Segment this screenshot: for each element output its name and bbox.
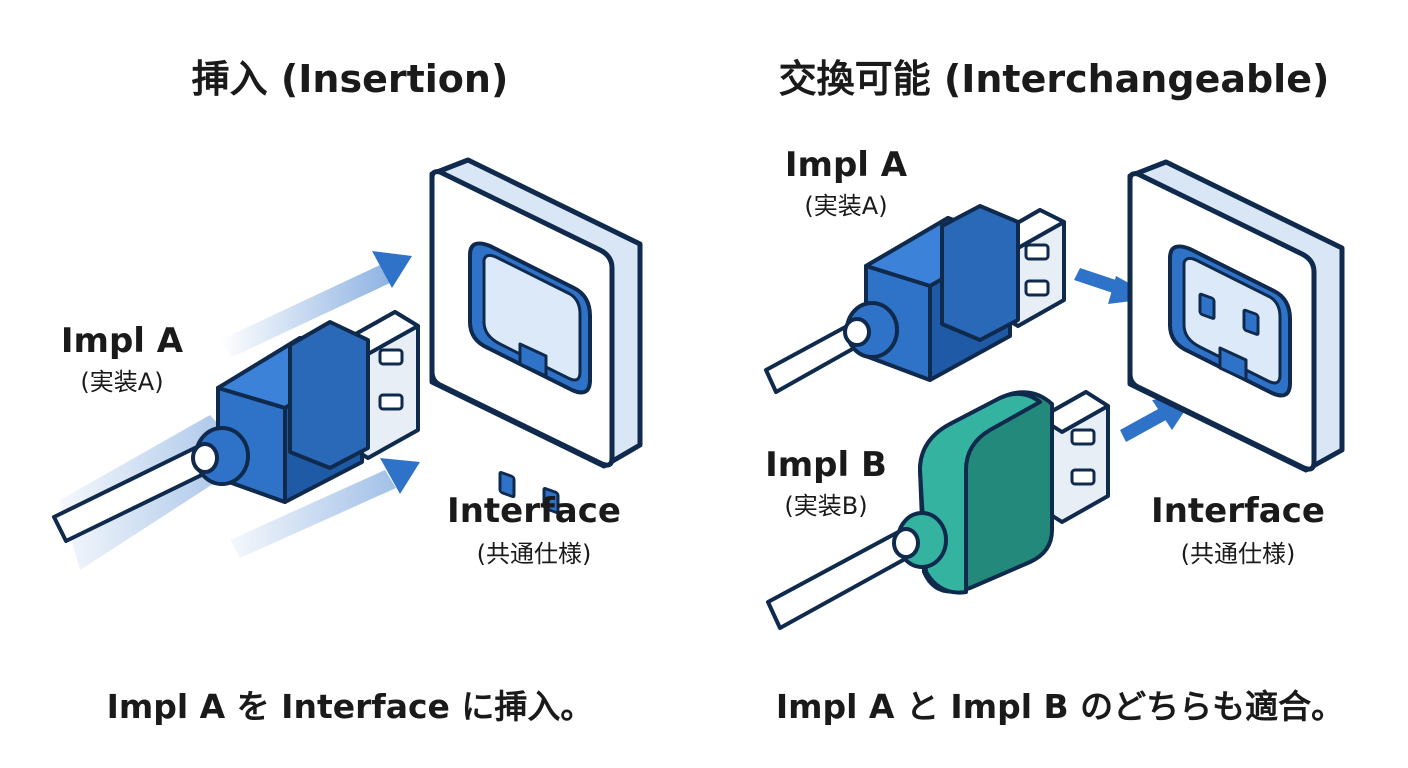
impl-a-sublabel-right: (実装A) (804, 192, 887, 220)
impl-a-label: Impl A (61, 321, 184, 361)
impl-b-label: Impl B (765, 445, 887, 485)
left-caption: Impl A を Interface に挿入。 (107, 687, 594, 726)
impl-a-sublabel: (実装A) (80, 368, 163, 396)
interface-label: Interface (447, 491, 621, 531)
wall-socket-icon (1127, 159, 1345, 473)
usb-plug-icon (892, 390, 1110, 595)
impl-b-sublabel: (実装B) (784, 492, 867, 520)
insert-arrow-bottom (380, 458, 420, 494)
arrow-head-icon (380, 458, 420, 494)
usb-plug-icon (191, 310, 420, 504)
right-title: 交換可能 (Interchangeable) (779, 57, 1330, 101)
arrow-head-icon (372, 251, 412, 288)
usb-plug-icon (843, 204, 1066, 382)
interface-label-right: Interface (1151, 491, 1325, 531)
interface-sublabel: (共通仕様) (477, 540, 592, 568)
wall-socket-icon (429, 157, 643, 515)
insert-arrow-top (372, 251, 412, 288)
right-panel: 交換可能 (Interchangeable) Impl A (実装A) (764, 57, 1345, 726)
left-title: 挿入 (Insertion) (192, 57, 509, 101)
left-panel: 挿入 (Insertion) (52, 57, 643, 726)
impl-a-label-right: Impl A (785, 145, 908, 185)
right-caption: Impl A と Impl B のどちらも適合。 (776, 687, 1344, 726)
interface-sublabel-right: (共通仕様) (1181, 540, 1296, 568)
motion-stream-top (220, 265, 392, 357)
motion-stream-bottom (230, 470, 396, 558)
